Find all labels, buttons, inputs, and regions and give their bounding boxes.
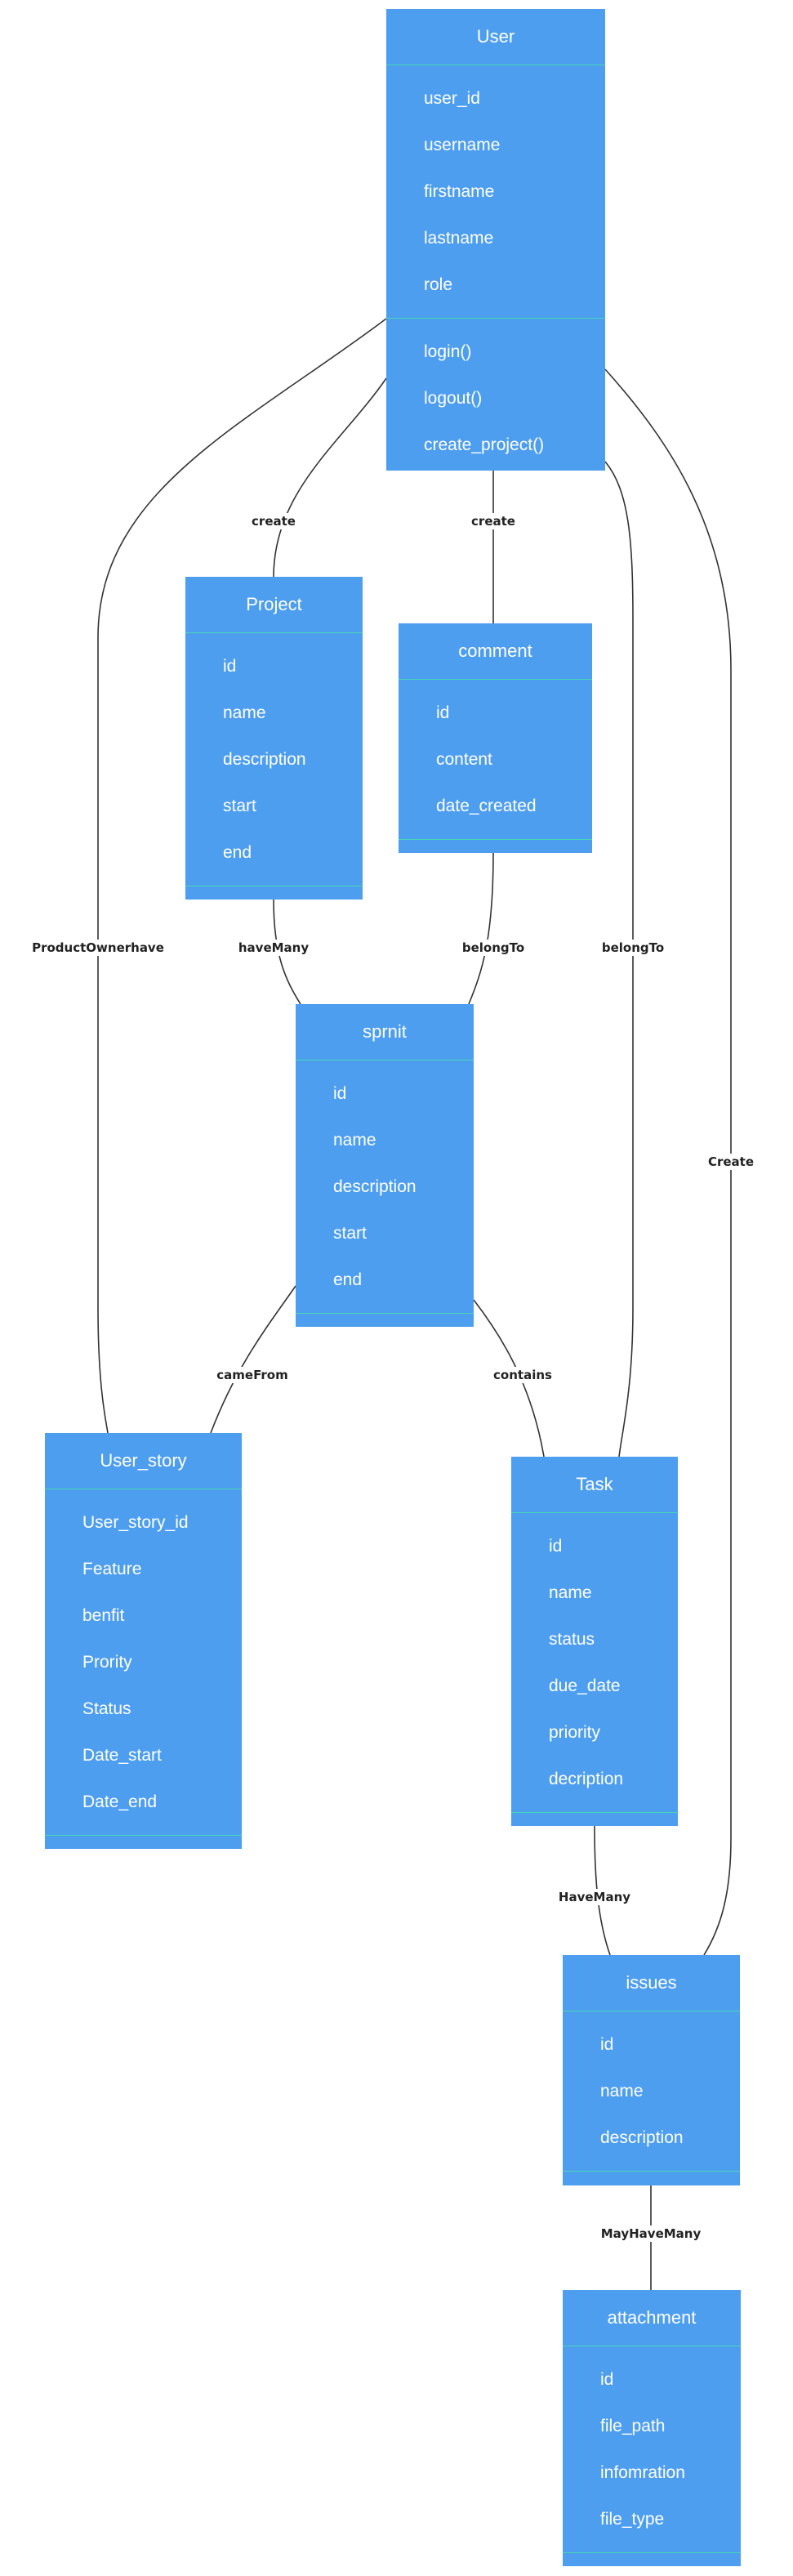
- attribute: start: [333, 1224, 367, 1243]
- attribute: description: [600, 2128, 684, 2147]
- attribute: Status: [82, 1699, 131, 1718]
- attribute: Date_start: [82, 1746, 162, 1765]
- attribute: id: [600, 2370, 614, 2389]
- relation-line-sprint-task: [473, 1299, 545, 1458]
- relation-label-project-sprint: haveMany: [236, 940, 311, 956]
- attribute: name: [549, 1583, 592, 1602]
- attribute: benfit: [82, 1606, 125, 1625]
- attribute-list: id name status due_date priority decript…: [511, 1513, 678, 1813]
- attribute: end: [223, 843, 252, 862]
- class-attachment: attachment id file_path infomration file…: [563, 2290, 741, 2566]
- relation-line-user-userstory: [97, 318, 387, 1434]
- attribute: Feature: [82, 1560, 142, 1578]
- class-title: attachment: [563, 2290, 741, 2346]
- method: login(): [424, 342, 472, 361]
- relation-label-user-comment: create: [470, 513, 517, 529]
- attribute: status: [549, 1630, 595, 1649]
- attribute: file_path: [600, 2417, 666, 2435]
- attribute: Prority: [82, 1653, 132, 1672]
- attribute: end: [333, 1270, 363, 1289]
- method-list: login() logout() create_project(): [386, 319, 605, 478]
- attribute: start: [223, 797, 256, 815]
- attribute: id: [333, 1084, 347, 1103]
- relation-label-sprint-task: contains: [492, 1367, 554, 1383]
- class-task: Task id name status due_date priority de…: [511, 1457, 678, 1826]
- relation-label-issues-attachment: MayHaveMany: [599, 2226, 703, 2242]
- relation-label-user-issues: Create: [706, 1154, 756, 1170]
- class-title: sprnit: [296, 1004, 474, 1060]
- attribute: due_date: [549, 1676, 621, 1695]
- relation-label-user-task: belongTo: [599, 940, 666, 956]
- relation-line-sprint-userstory: [210, 1285, 296, 1434]
- attribute: content: [436, 750, 492, 769]
- class-title: issues: [563, 1955, 740, 2011]
- class-issues: issues id name description: [563, 1955, 740, 2185]
- attribute: name: [333, 1131, 376, 1150]
- attribute: id: [549, 1537, 563, 1556]
- class-title: Task: [511, 1457, 678, 1513]
- relation-line-user-issues: [604, 368, 732, 1956]
- attribute-list: user_id username firstname lastname role: [386, 65, 605, 319]
- attribute-list: id name description start end: [185, 633, 363, 886]
- relation-label-comment-sprint: belongTo: [460, 940, 527, 956]
- attribute-list: id file_path infomration file_type: [563, 2346, 741, 2553]
- class-title: User: [386, 9, 605, 65]
- attribute: id: [436, 703, 450, 722]
- relation-label-user-project: create: [250, 513, 297, 529]
- attribute: id: [223, 657, 237, 676]
- attribute-list: User_story_id Feature benfit Prority Sta…: [45, 1489, 242, 1836]
- attribute: name: [223, 703, 266, 722]
- attribute: user_id: [424, 89, 480, 108]
- class-project: Project id name description start end: [185, 577, 363, 900]
- class-user: User user_id username firstname lastname…: [386, 9, 605, 471]
- attribute: description: [223, 750, 306, 769]
- attribute: firstname: [424, 182, 495, 201]
- method: logout(): [424, 389, 483, 408]
- relation-label-task-issues: HaveMany: [556, 1889, 633, 1905]
- class-title: comment: [399, 623, 592, 680]
- attribute: date_created: [436, 797, 537, 815]
- attribute: infomration: [600, 2463, 685, 2482]
- attribute-list: id name description: [563, 2011, 740, 2172]
- relation-line-user-task: [604, 461, 634, 1458]
- attribute: role: [424, 275, 453, 294]
- relation-label-sprint-userstory: cameFrom: [215, 1367, 290, 1383]
- relation-label-user-userstory: ProductOwnerhave: [30, 940, 166, 956]
- relation-line-project-sprint: [273, 899, 301, 1005]
- method: create_project(): [424, 435, 545, 454]
- attribute-list: id name description start end: [296, 1060, 474, 1314]
- attribute: priority: [549, 1723, 601, 1742]
- class-title: User_story: [45, 1433, 242, 1489]
- attribute-list: id content date_created: [399, 680, 592, 840]
- relation-line-user-project: [273, 377, 387, 578]
- class-title: Project: [185, 577, 363, 633]
- attribute: username: [424, 136, 501, 154]
- attribute: id: [600, 2035, 614, 2054]
- attribute: file_type: [600, 2510, 665, 2529]
- class-user-story: User_story User_story_id Feature benfit …: [45, 1433, 242, 1849]
- relation-line-comment-sprint: [468, 852, 494, 1005]
- attribute: decription: [549, 1770, 624, 1788]
- class-comment: comment id content date_created: [399, 623, 592, 853]
- attribute: name: [600, 2082, 644, 2101]
- class-sprint: sprnit id name description start end: [296, 1004, 474, 1327]
- attribute: Date_end: [82, 1792, 158, 1811]
- attribute: User_story_id: [82, 1513, 189, 1532]
- attribute: lastname: [424, 229, 494, 248]
- attribute: description: [333, 1177, 417, 1196]
